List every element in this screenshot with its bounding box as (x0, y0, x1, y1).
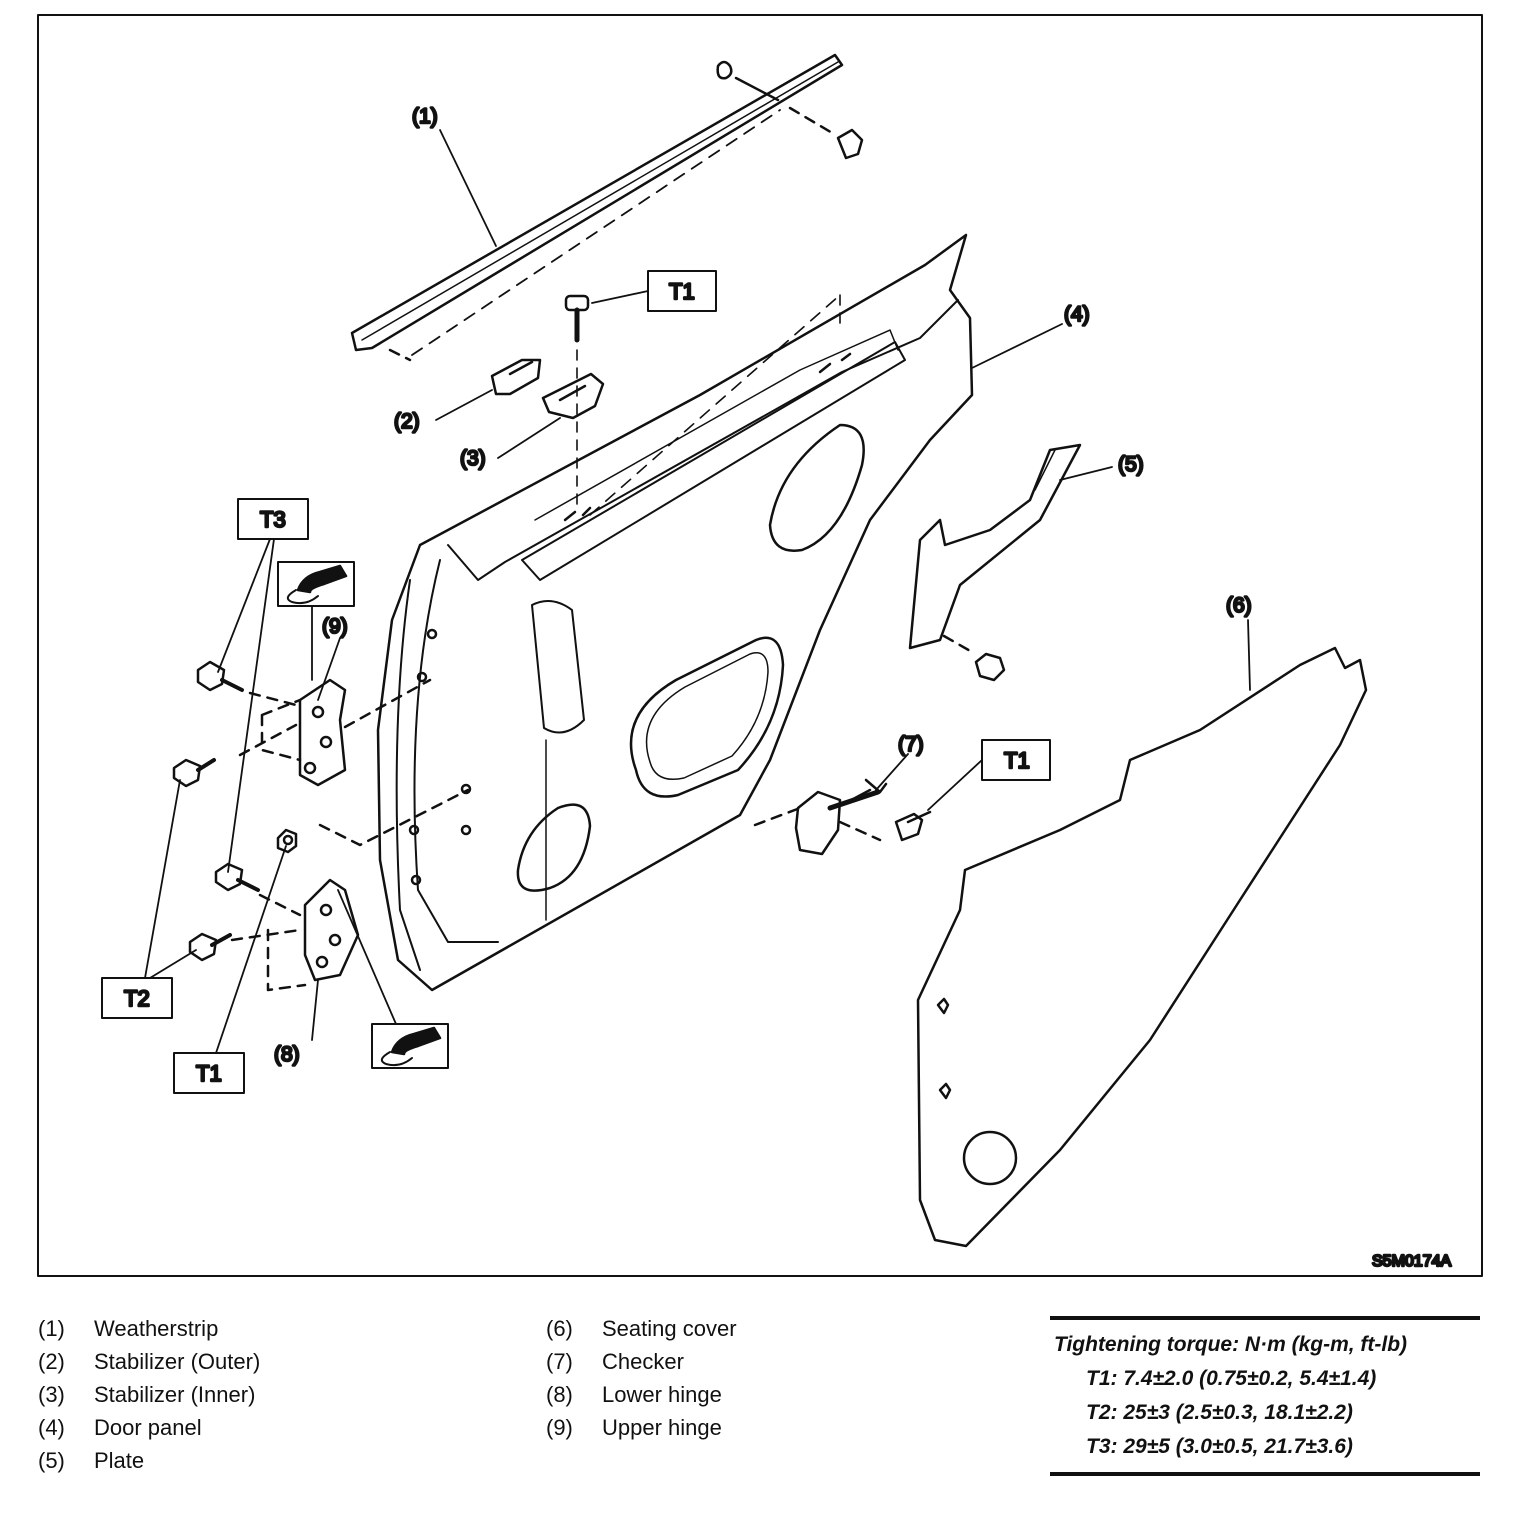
torque-tag-box (101, 977, 173, 1019)
legend-item: (1) Weatherstrip (38, 1312, 260, 1345)
legend-num: (2) (38, 1349, 65, 1374)
legend-num: (7) (546, 1349, 573, 1374)
callout-9: (9) (322, 615, 348, 638)
legend-num: (5) (38, 1448, 65, 1473)
torque-tag-t2: T2 (124, 986, 150, 1011)
legend-name: Seating cover (602, 1316, 737, 1341)
weatherstrip-part (350, 53, 864, 362)
torque-tag-t1: T1 (196, 1061, 222, 1086)
plate-part (908, 443, 1082, 682)
figure-code: S5M0174A (1372, 1253, 1451, 1270)
parts-legend-left: (1) Weatherstrip (2) Stabilizer (Outer) (3… (38, 1312, 260, 1477)
legend-name: Door panel (94, 1415, 202, 1440)
torque-tag-t1: T1 (669, 279, 695, 304)
parts-legend-right: (6) Seating cover (7) Checker (8) Lower hin… (546, 1312, 737, 1444)
callout-6: (6) (1226, 594, 1252, 617)
door-panel-part (376, 233, 974, 992)
stabilizer-inner-part (541, 372, 605, 420)
torque-row-t1: T1: 7.4±2.0 (0.75±0.2, 5.4±1.4) (1086, 1367, 1377, 1390)
torque-tag-box (173, 1052, 245, 1094)
legend-item: (2) Stabilizer (Outer) (38, 1345, 260, 1378)
legend-name: Upper hinge (602, 1415, 722, 1440)
legend-num: (6) (546, 1316, 573, 1341)
legend-num: (3) (38, 1382, 65, 1407)
callout-4: (4) (1064, 303, 1090, 326)
torque-tag-t3: T3 (260, 507, 286, 532)
grease-gun-icon (277, 561, 355, 607)
legend-item: (4) Door panel (38, 1411, 260, 1444)
legend-name: Weatherstrip (94, 1316, 219, 1341)
legend-num: (4) (38, 1415, 65, 1440)
checker-part (753, 778, 932, 856)
callout-3: (3) (460, 447, 486, 470)
legend-item: (6) Seating cover (546, 1312, 737, 1345)
legend-name: Checker (602, 1349, 684, 1374)
stabilizer-outer-part (490, 358, 542, 396)
legend-name: Lower hinge (602, 1382, 722, 1407)
torque-spec-box: Tightening torque: N·m (kg-m, ft-lb) T1:… (1050, 1316, 1480, 1476)
stabilizer-bolt (564, 294, 590, 506)
legend-num: (1) (38, 1316, 65, 1341)
upper-hinge-part (172, 660, 432, 788)
torque-row-t2: T2: 25±3 (2.5±0.3, 18.1±2.2) (1086, 1401, 1353, 1424)
torque-tag-box (237, 498, 309, 540)
legend-num: (8) (546, 1382, 573, 1407)
leader-lines (144, 129, 1251, 1054)
callout-5: (5) (1118, 453, 1144, 476)
torque-tag-t1: T1 (1004, 748, 1030, 773)
callout-1: (1) (412, 105, 438, 128)
legend-name: Stabilizer (Inner) (94, 1382, 256, 1407)
legend-name: Plate (94, 1448, 145, 1473)
exploded-door-diagram: (1) (2) (3) (4) (5) (6) (7) (8) (9) T1 T… (37, 14, 1483, 1277)
legend-item: (8) Lower hinge (546, 1378, 737, 1411)
diagram-frame (37, 14, 1483, 1277)
callout-8: (8) (274, 1043, 300, 1066)
legend-item: (7) Checker (546, 1345, 737, 1378)
legend-item: (3) Stabilizer (Inner) (38, 1378, 260, 1411)
grease-gun-icon (371, 1023, 449, 1069)
lower-hinge-part (188, 788, 470, 992)
torque-title: Tightening torque: N·m (kg-m, ft-lb) (1054, 1333, 1408, 1356)
legend-num: (9) (546, 1415, 573, 1440)
callout-2: (2) (394, 410, 420, 433)
seating-cover-part (916, 646, 1368, 1248)
callout-7: (7) (898, 733, 924, 756)
torque-row-t3: T3: 29±5 (3.0±0.5, 21.7±3.6) (1086, 1435, 1353, 1458)
legend-item: (5) Plate (38, 1444, 260, 1477)
legend-item: (9) Upper hinge (546, 1411, 737, 1444)
legend-name: Stabilizer (Outer) (94, 1349, 261, 1374)
